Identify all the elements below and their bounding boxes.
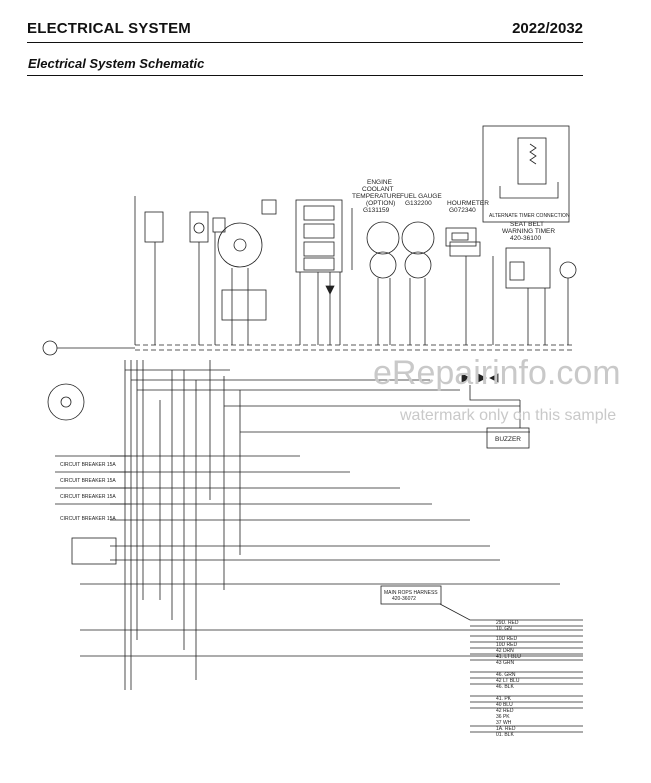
fuel-label-2: G132200	[405, 200, 432, 207]
wire-label: 1A. RED	[496, 726, 516, 732]
battery-ground	[42, 340, 58, 356]
wire-label: 46. GRN	[496, 672, 516, 678]
sensor-b	[189, 211, 209, 243]
coolant-gauge	[366, 221, 400, 255]
hourmeter-label-2: G072340	[449, 207, 476, 214]
coolant-label-4: (OPTION)	[366, 200, 395, 207]
sensor-a	[144, 211, 164, 243]
hourmeter	[445, 227, 477, 247]
fuel-gauge	[401, 221, 435, 255]
wire-label: 37 WH	[496, 720, 512, 726]
main-harness-box	[380, 585, 442, 605]
wire-label: 36 PK	[496, 714, 510, 720]
wire-label: 43 GRN	[496, 660, 514, 666]
watermark-note: watermark only on this sample	[399, 407, 616, 424]
subtitle-rule	[27, 75, 583, 76]
wire-label: 40 BLU	[496, 702, 513, 708]
breaker-label-1: CIRCUIT BREAKER 15A	[60, 462, 116, 468]
seat-belt-timer	[505, 247, 551, 289]
breaker-label-2: CIRCUIT BREAKER 15A	[60, 478, 116, 484]
wire-label: 46. BLK	[496, 684, 514, 690]
page-subtitle: Electrical System Schematic	[28, 56, 205, 71]
relay-block	[71, 537, 117, 565]
coolant-label-1: ENGINE	[367, 179, 393, 186]
seat-belt-label-2: WARNING TIMER	[502, 228, 555, 235]
page-header: ELECTRICAL SYSTEM 2022/2032	[27, 20, 583, 42]
wire-label: 10. GN	[496, 626, 512, 632]
wire-label: 10D RED	[496, 636, 518, 642]
coolant-label-3: TEMPERATURE	[352, 193, 401, 200]
buzzer-box	[486, 427, 530, 449]
wire-label: 42 LT BLU	[496, 678, 520, 684]
seat-belt-label-1: SEAT BELT	[510, 221, 544, 228]
seat-belt-label-3: 420-36100	[510, 235, 541, 242]
wire-label: 01. BLK	[496, 732, 514, 738]
hourmeter-label-1: HOURMETER	[447, 200, 489, 207]
section-title: ELECTRICAL SYSTEM	[27, 20, 191, 37]
harness-label-2: 420-36072	[392, 596, 416, 602]
alternate-timer-box	[482, 125, 570, 223]
watermark-brand: eRepairinfo.com	[373, 354, 621, 392]
coolant-label-2: COOLANT	[362, 186, 393, 193]
fuse-module	[295, 199, 343, 273]
header-rule	[27, 42, 583, 43]
wire-label: 41. PK	[496, 696, 512, 702]
model-numbers: 2022/2032	[512, 20, 583, 37]
harness-label-1: MAIN ROPS HARNESS	[384, 590, 438, 596]
alternate-timer-label: ALTERNATE TIMER CONNECTION	[489, 213, 570, 219]
wire-label: 29D. RED	[496, 620, 519, 626]
buzzer-label: BUZZER	[495, 436, 521, 443]
wire-label: 10D RED	[496, 642, 518, 648]
wire-label: 42 RED	[496, 708, 514, 714]
coolant-label-5: G131159	[363, 207, 390, 214]
key-switch	[47, 383, 85, 421]
wire-label: 42 DRN	[496, 648, 514, 654]
wire-label: 41. LT BLU	[496, 654, 521, 660]
fuel-label-1: FUEL GAUGE	[400, 193, 442, 200]
breaker-label-3: CIRCUIT BREAKER 15A	[60, 494, 116, 500]
ignition-switch	[217, 222, 263, 268]
breaker-label-4: CIRCUIT BREAKER 15A	[60, 516, 116, 522]
